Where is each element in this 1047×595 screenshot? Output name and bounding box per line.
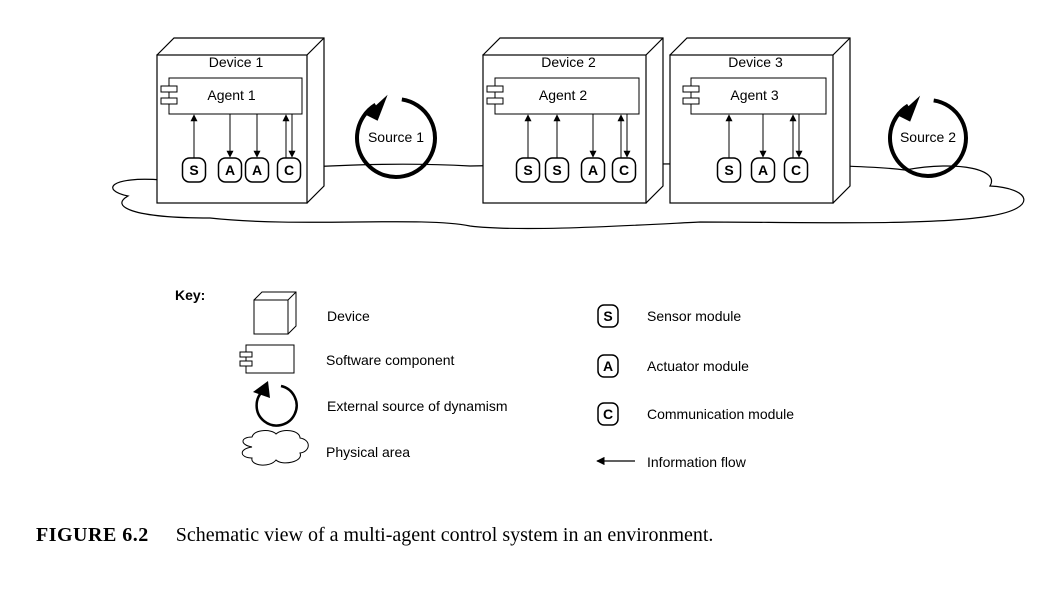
legend-sensor-letter: S [603, 308, 612, 324]
figure-caption-text: Schematic view of a multi-agent control … [175, 524, 714, 546]
module-letter: S [189, 162, 198, 178]
key-title: Key: [175, 287, 205, 303]
agent-label: Agent 2 [539, 87, 587, 103]
source-arrowhead [898, 95, 921, 122]
module-letter: A [225, 162, 235, 178]
source-arrowhead [365, 94, 388, 121]
legend-physical-area-label: Physical area [326, 444, 410, 460]
module-letter: A [252, 162, 262, 178]
figure-label: FIGURE 6.2 [36, 524, 149, 546]
module-a: A [750, 114, 776, 183]
module-a: A [244, 114, 270, 183]
legend-external-source-icon [253, 381, 298, 427]
module-s: S [716, 114, 742, 183]
module-s: S [544, 114, 570, 183]
module-c: C [611, 114, 637, 183]
module-a: A [580, 114, 606, 183]
module-letter: A [588, 162, 598, 178]
legend-device-icon [253, 291, 297, 335]
module-s: S [181, 114, 207, 183]
module-letter: C [619, 162, 629, 178]
agent-component: Agent 2 [486, 77, 640, 115]
legend-device-label: Device [327, 308, 370, 324]
legend-sensor-icon [597, 304, 619, 328]
source-label: Source 2 [900, 129, 956, 145]
device-3: Device 3 Agent 3 S A C [669, 37, 851, 204]
source-label: Source 1 [368, 129, 424, 145]
device-1: Device 1 Agent 1 S A A C [156, 37, 325, 204]
module-letter: A [758, 162, 768, 178]
source-cycle-arc [355, 97, 437, 179]
legend-actuator-icon [597, 354, 619, 378]
legend-external-source-label: External source of dynamism [327, 398, 508, 414]
device-label: Device 3 [728, 54, 783, 70]
legend-information-flow-label: Information flow [647, 454, 747, 470]
module-c: C [783, 114, 809, 183]
module-letter: C [791, 162, 801, 178]
legend-software-component-label: Software component [326, 352, 455, 368]
legend-actuator-label: Actuator module [647, 358, 749, 374]
device-box [669, 54, 834, 204]
legend-communication-letter: C [603, 406, 613, 422]
device-2: Device 2 Agent 2 S S A C [482, 37, 664, 204]
agent-label: Agent 1 [207, 87, 255, 103]
module-c: C [276, 114, 302, 183]
external-source-2: Source 2 [888, 95, 968, 178]
legend: Key: Device Software component External … [175, 287, 794, 470]
legend-sensor-label: Sensor module [647, 308, 741, 324]
module-letter: S [552, 162, 561, 178]
sources-layer: Source 1 Source 2 [355, 94, 968, 179]
module-letter: S [724, 162, 733, 178]
device-label: Device 1 [209, 54, 264, 70]
agent-component: Agent 1 [160, 77, 303, 115]
agent-component: Agent 3 [682, 77, 827, 115]
agent-label: Agent 3 [730, 87, 778, 103]
legend-communication-icon [597, 402, 619, 426]
legend-physical-area-icon [241, 430, 309, 466]
module-letter: C [284, 162, 294, 178]
source-cycle-arc [888, 98, 968, 178]
legend-actuator-letter: A [603, 358, 613, 374]
module-s: S [515, 114, 541, 183]
legend-software-component-icon [239, 344, 295, 374]
external-source-1: Source 1 [355, 94, 437, 179]
module-letter: S [523, 162, 532, 178]
figure-caption: FIGURE 6.2 Schematic view of a multi-age… [36, 524, 1026, 547]
module-a: A [217, 114, 243, 183]
legend-communication-label: Communication module [647, 406, 794, 422]
device-label: Device 2 [541, 54, 596, 70]
